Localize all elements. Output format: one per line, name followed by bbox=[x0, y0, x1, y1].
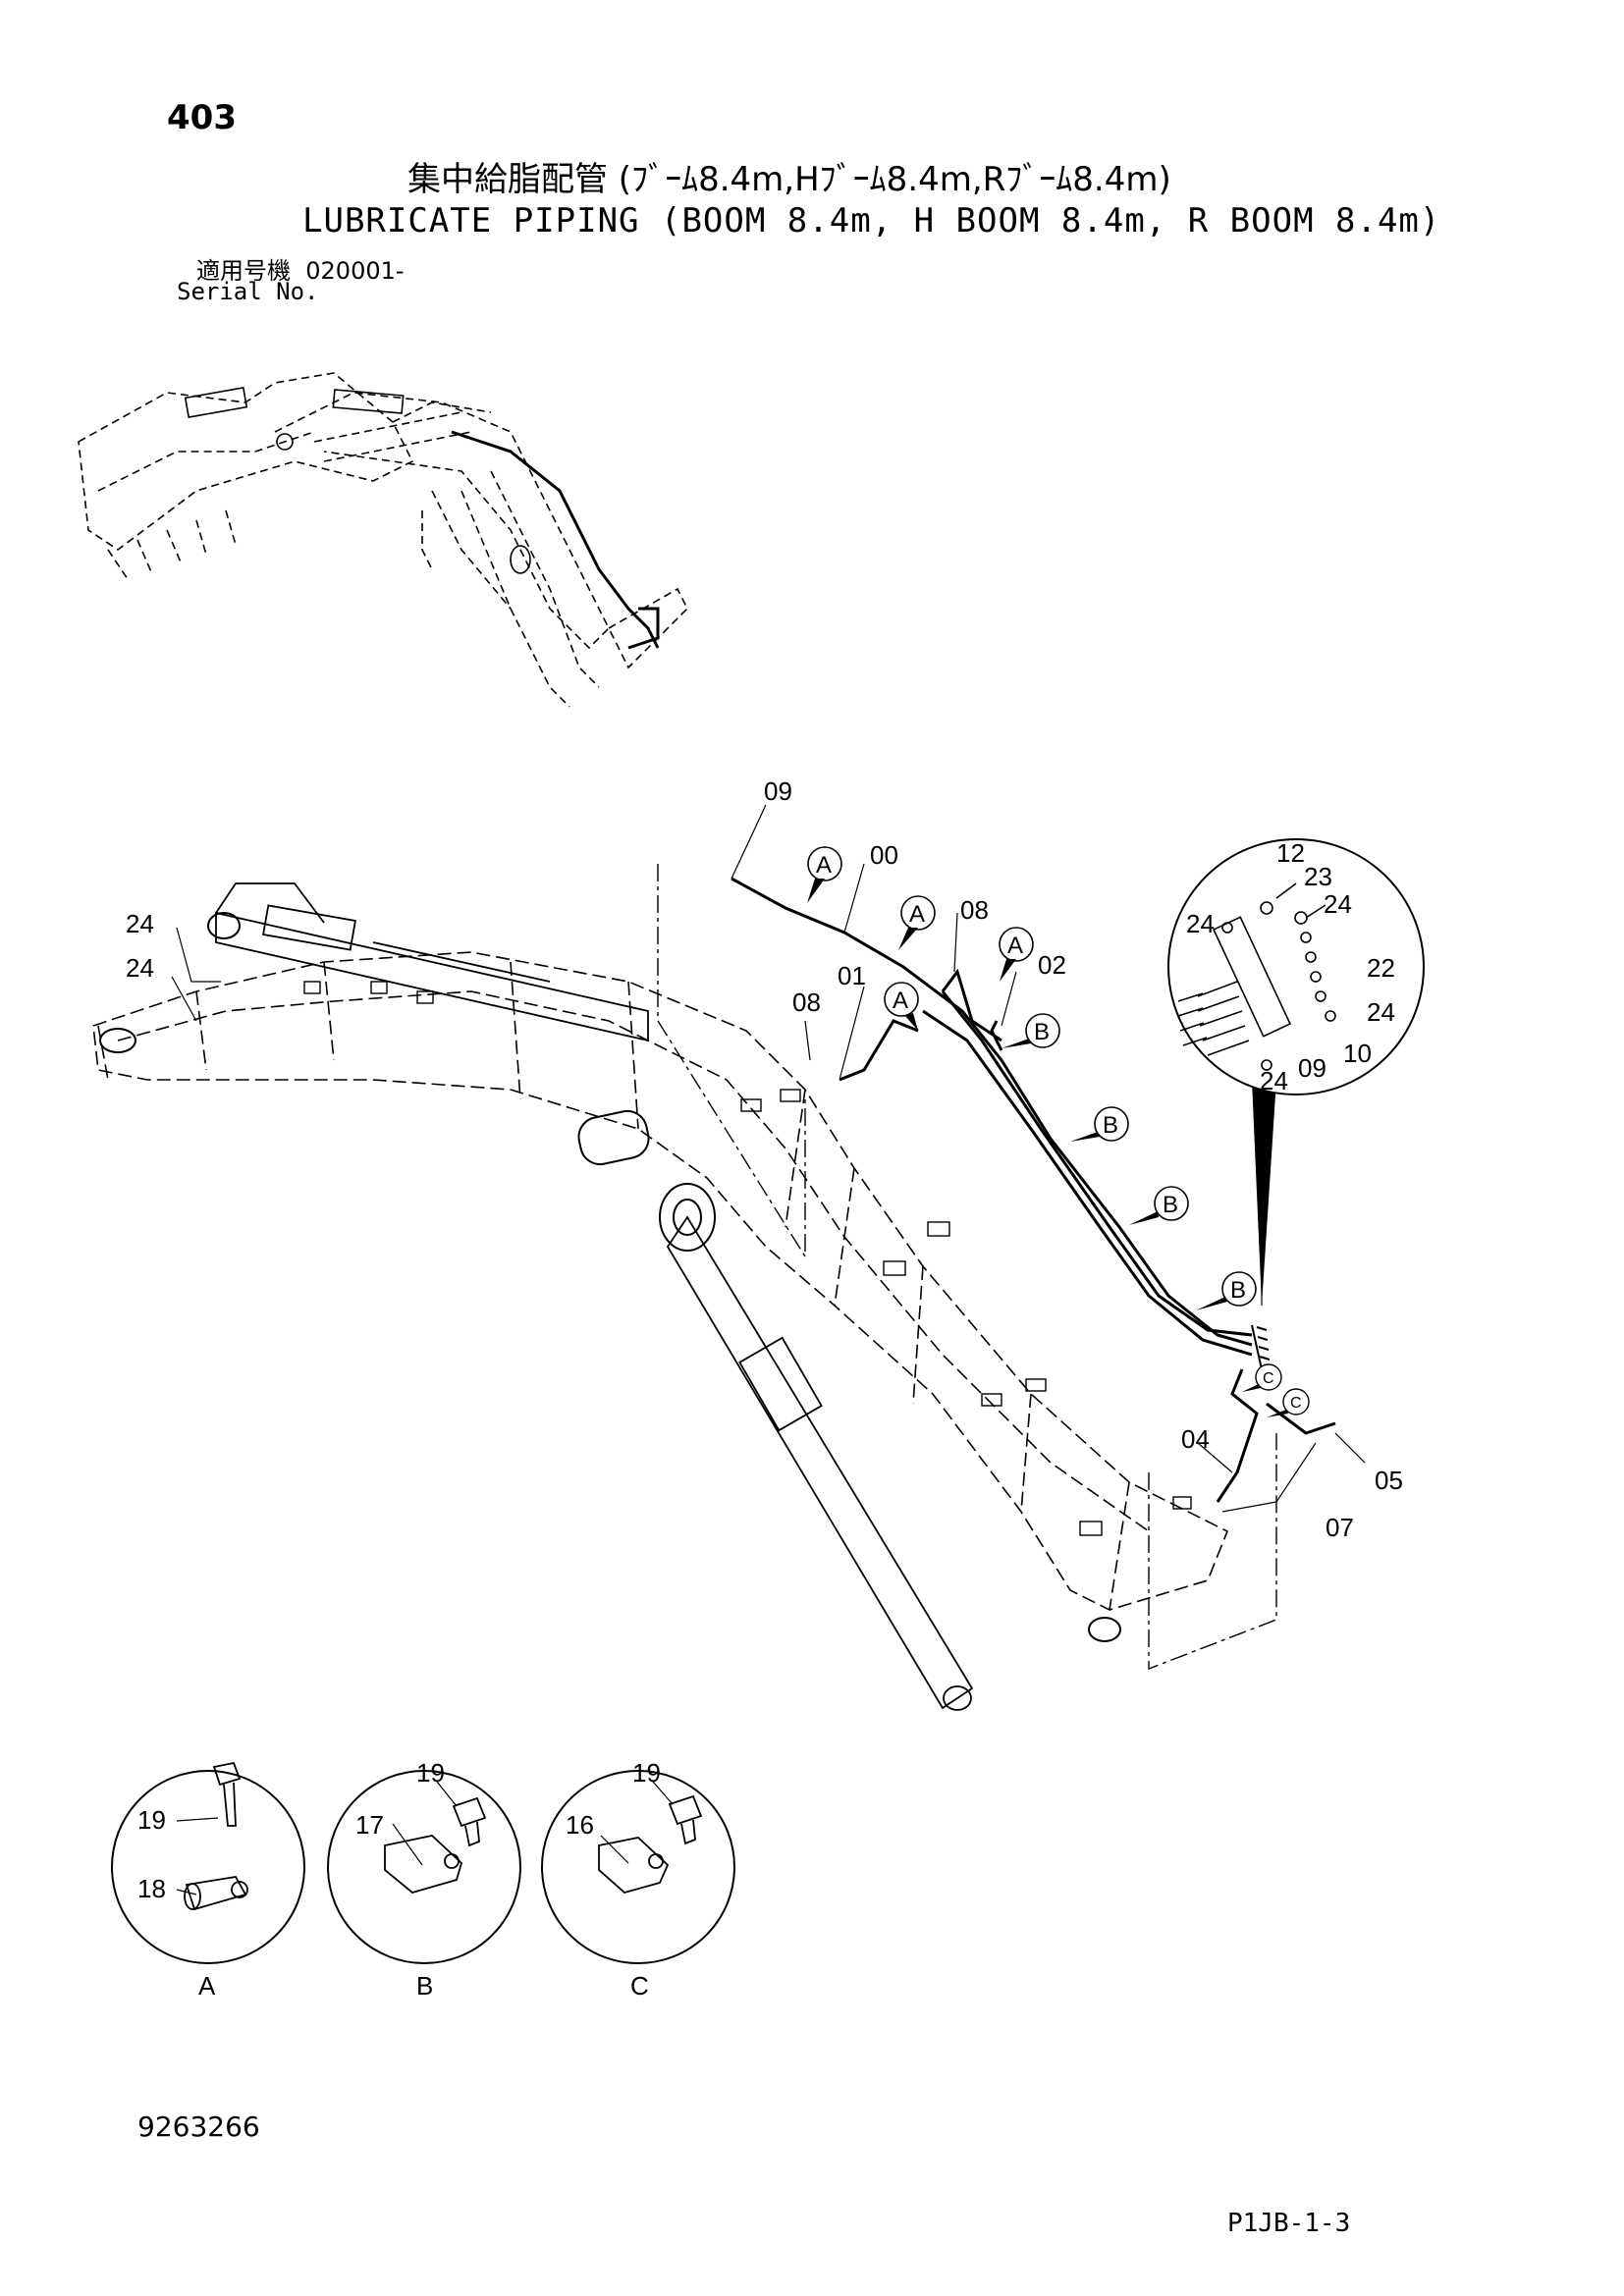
overview-thumbnail bbox=[78, 372, 688, 708]
grease-manifold bbox=[1251, 1324, 1271, 1370]
marker-a-3: A bbox=[999, 927, 1034, 982]
marker-c-1-label: C bbox=[1263, 1370, 1274, 1387]
callout-00: 00 bbox=[870, 840, 898, 870]
detail-callout-09: 09 bbox=[1298, 1053, 1326, 1083]
view-b-callout-19: 19 bbox=[416, 1758, 445, 1788]
marker-c-2-label: C bbox=[1290, 1395, 1302, 1412]
marker-b-4: B bbox=[1196, 1271, 1257, 1310]
serial-label-en: Serial No. bbox=[177, 278, 319, 305]
detail-view-c: 19 16 C bbox=[541, 1758, 735, 2001]
view-a-label: A bbox=[198, 1971, 216, 2001]
title-english: LUBRICATE PIPING (BOOM 8.4m, H BOOM 8.4m… bbox=[302, 201, 1441, 240]
detail-callout-24-b: 24 bbox=[1186, 909, 1215, 938]
detail-view-b: 19 17 B bbox=[327, 1758, 521, 2001]
marker-a-2: A bbox=[898, 895, 936, 950]
marker-c-1: C bbox=[1242, 1363, 1282, 1392]
callout-07: 07 bbox=[1326, 1513, 1354, 1542]
marker-b-2-label: B bbox=[1103, 1112, 1118, 1139]
title-japanese: 集中給脂配管 (ﾌﾞｰﾑ8.4m,Hﾌﾞｰﾑ8.4m,Rﾌﾞｰﾑ8.4m) bbox=[407, 160, 1171, 199]
section-planes bbox=[657, 864, 1277, 1671]
view-c-callout-16: 16 bbox=[566, 1810, 594, 1840]
serial-value: 020001- bbox=[305, 257, 405, 285]
marker-a-1-label: A bbox=[816, 852, 832, 879]
marker-b-3: B bbox=[1129, 1186, 1189, 1225]
grease-block-detail: 12 23 24 24 22 24 10 09 24 bbox=[1167, 838, 1425, 1095]
boom-pads bbox=[303, 981, 1192, 1536]
callout-24-upper: 24 bbox=[126, 909, 154, 938]
view-a-callout-19: 19 bbox=[137, 1805, 166, 1835]
part-callouts: 09 00 08 02 01 08 24 24 04 05 07 bbox=[126, 776, 1403, 1542]
callout-04: 04 bbox=[1181, 1424, 1210, 1454]
boom-pins bbox=[99, 912, 1121, 1642]
boom-cylinder bbox=[666, 1215, 974, 1711]
view-b-label: B bbox=[416, 1971, 433, 2001]
marker-a-3-label: A bbox=[1007, 933, 1023, 959]
detail-callout-24-d: 24 bbox=[1260, 1066, 1288, 1095]
detail-callout-24-a: 24 bbox=[1324, 889, 1352, 919]
arm-cylinder bbox=[215, 882, 649, 1042]
detail-callout-12: 12 bbox=[1276, 838, 1305, 868]
marker-a-2-label: A bbox=[909, 901, 925, 928]
detail-view-a: 19 18 A bbox=[111, 1761, 305, 2001]
detail-callout-23: 23 bbox=[1304, 862, 1332, 891]
marker-a-4-label: A bbox=[893, 988, 908, 1014]
marker-b-4-label: B bbox=[1230, 1277, 1246, 1304]
detail-callout-10: 10 bbox=[1343, 1039, 1372, 1068]
view-c-callout-19: 19 bbox=[632, 1758, 661, 1788]
serial-label-jp: 適用号機 bbox=[196, 257, 291, 285]
callout-01: 01 bbox=[838, 961, 866, 990]
serial-line-jp: 適用号機 020001- bbox=[196, 251, 405, 286]
page-number: 403 bbox=[167, 98, 237, 137]
boom-outline bbox=[92, 951, 1229, 1611]
callout-08-left: 08 bbox=[792, 988, 821, 1017]
callout-24-lower: 24 bbox=[126, 953, 154, 983]
overview-grease-line bbox=[451, 430, 660, 650]
callout-02: 02 bbox=[1038, 950, 1066, 980]
overview-cylinders bbox=[184, 387, 531, 574]
grease-lines bbox=[731, 877, 1336, 1503]
callout-09: 09 bbox=[764, 776, 792, 806]
marker-b-2: B bbox=[1070, 1106, 1129, 1142]
view-c-label: C bbox=[630, 1971, 649, 2001]
marker-b-3-label: B bbox=[1163, 1192, 1178, 1218]
view-b-callout-17: 17 bbox=[355, 1810, 384, 1840]
marker-b-1: B bbox=[1001, 1013, 1060, 1048]
marker-a-1: A bbox=[807, 846, 842, 903]
detail-callout-24-c: 24 bbox=[1367, 997, 1395, 1027]
marker-a-4: A bbox=[884, 982, 919, 1031]
document-number: 9263266 bbox=[137, 2110, 260, 2143]
marker-c-2: C bbox=[1267, 1388, 1310, 1417]
callout-08-upper: 08 bbox=[960, 895, 989, 925]
marker-b-1-label: B bbox=[1034, 1019, 1050, 1045]
page-code: P1JB-1-3 bbox=[1227, 2209, 1351, 2238]
callout-05: 05 bbox=[1375, 1466, 1403, 1495]
view-a-callout-18: 18 bbox=[137, 1874, 166, 1903]
detail-pointer bbox=[1252, 1080, 1276, 1306]
detail-callout-22: 22 bbox=[1367, 953, 1395, 983]
